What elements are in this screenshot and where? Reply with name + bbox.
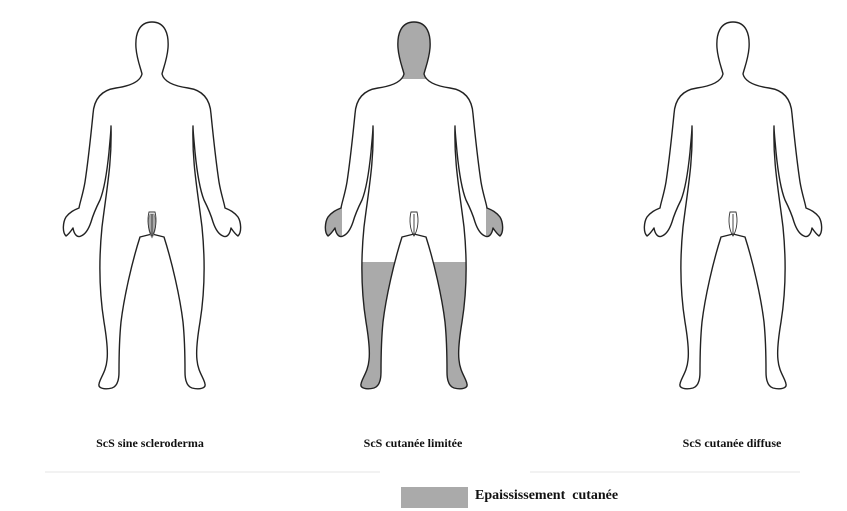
figure-diffuse-cutaneous [644, 22, 821, 389]
legend-swatch [401, 487, 468, 508]
legend: Epaississement cutanée [401, 487, 618, 508]
label-limited-cutaneous: ScS cutanée limitée [364, 436, 463, 450]
label-sine-scleroderma: ScS sine scleroderma [96, 436, 204, 450]
figure-limited-cutaneous [325, 22, 502, 389]
figure-sine-scleroderma [63, 22, 240, 389]
legend-label: Epaississement cutanée [475, 488, 618, 503]
label-diffuse-cutaneous: ScS cutanée diffuse [683, 436, 782, 450]
